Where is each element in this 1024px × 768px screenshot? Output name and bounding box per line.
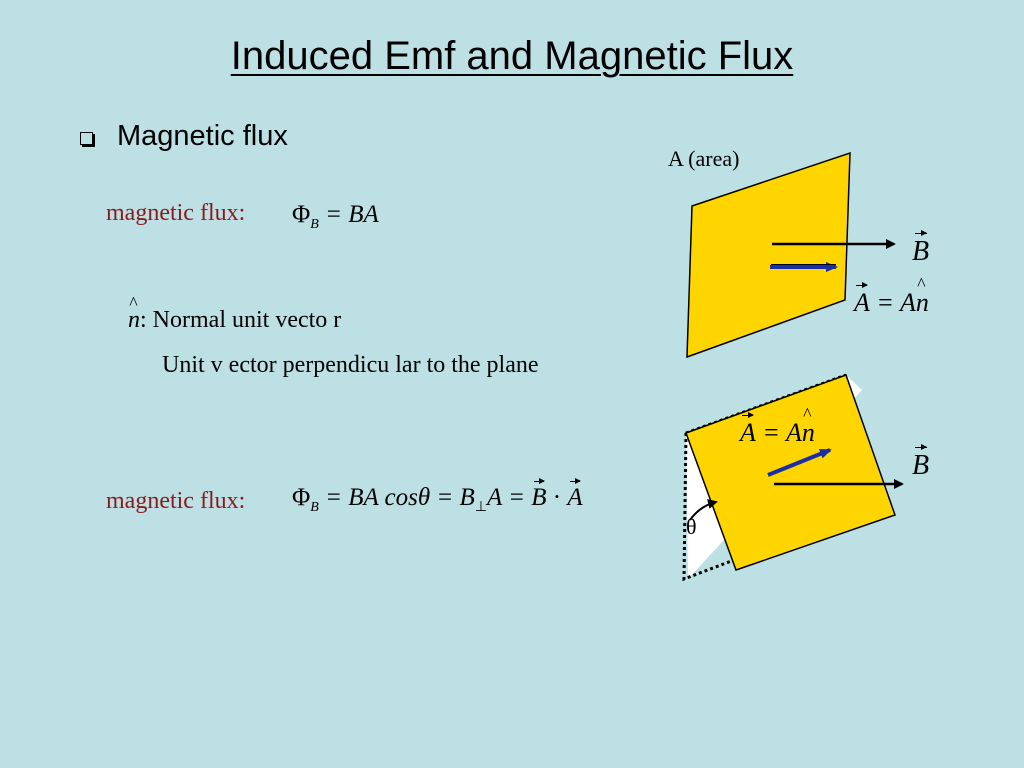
dotted-edge-left [682,432,735,582]
normal-definition: n: Normal unit vecto r [128,293,342,334]
a-vector-label-2: A [740,412,756,447]
vector-a: A [567,478,583,511]
flux-formula-1: ΦB = BA [292,201,379,233]
b-label-1: B [912,230,930,268]
formula-part2: A = [487,484,532,511]
phi-subscript: B [310,217,319,232]
perp-symbol: ⊥ [474,500,488,515]
theta-label: θ [686,514,697,539]
normal-description: Unit v ector perpendicu lar to the plane [162,352,539,378]
area-label: A (area) [668,146,740,171]
dot-symbol: · [546,484,568,511]
b-label-2: B [912,444,930,482]
plane-1 [686,151,851,359]
theta-arc [689,499,718,521]
normal-arrow-2 [767,448,832,477]
flux-label-1: magnetic flux: [106,200,246,226]
phi-subscript-2: B [310,500,319,515]
formula-part1: = BA cosθ = B [318,484,475,511]
area-vector-eq-2: A = An [740,404,815,448]
phi-symbol: Φ [292,201,311,228]
n-hat-symbol: n [128,293,140,334]
b-vector-label-2: B [912,444,930,481]
slide-title-text: Induced Emf and Magnetic Flux [230,34,794,78]
area-vector-eq-1: A = An [854,274,929,318]
a-eq-2: = A [755,418,802,447]
n-hat-2: n [802,404,815,448]
phi-symbol-2: Φ [292,484,311,511]
normal-text: : Normal unit vecto r [140,307,342,333]
vector-b: B [531,478,547,511]
checkbox-bullet-icon [80,132,93,145]
flux-label-2: magnetic flux: [106,488,246,514]
bullet-text: Magnetic flux [117,120,288,152]
n-hat-1: n [916,274,929,318]
a-eq-1: = A [869,288,916,317]
slide-title: Induced Emf and Magnetic Flux [0,34,1024,79]
a-vector-label-1: A [854,282,870,317]
formula-rest: = BA [318,201,379,228]
plane-2 [685,374,896,571]
bullet-item: Magnetic flux [80,120,288,153]
b-vector-label-1: B [912,230,930,267]
flux-formula-2: ΦB = BA cosθ = B⊥A = B · A [292,478,583,516]
